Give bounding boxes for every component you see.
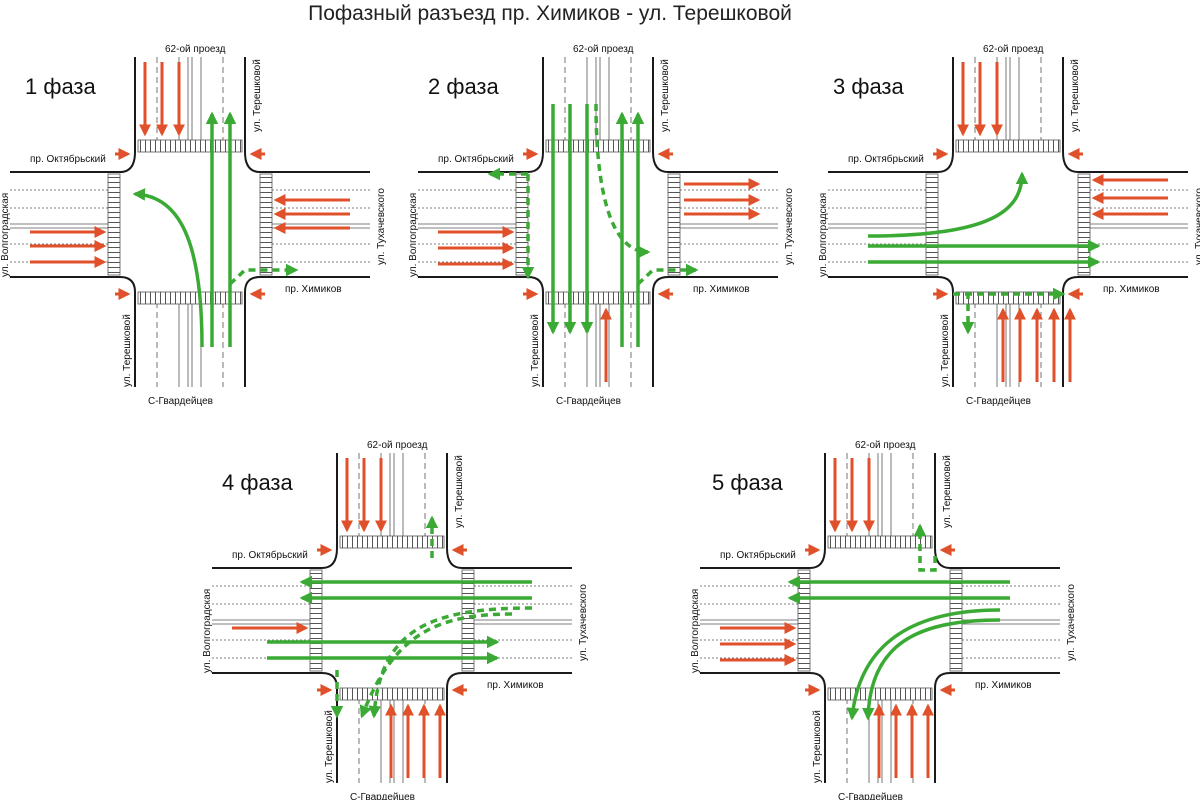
- street-label-north: 62-ой проезд: [165, 44, 226, 55]
- crosswalk-west: [797, 569, 811, 672]
- phase-label: 4 фаза: [222, 470, 294, 495]
- traffic-green-arrow: [867, 171, 1029, 238]
- street-label-east-lower: пр. Химиков: [1103, 284, 1160, 295]
- street-label-vertical-south: ул. Терешковой: [812, 710, 823, 783]
- street-label-west-upper: пр. Октябрьский: [720, 549, 796, 561]
- street-label-vertical-south: ул. Терешковой: [940, 314, 951, 387]
- traffic-green-arrow: [132, 188, 204, 348]
- street-label-east-lower: пр. Химиков: [487, 680, 544, 691]
- street-label-south: С-Гвардейцев: [838, 792, 903, 800]
- street-label-north: 62-ой проезд: [573, 44, 634, 55]
- street-label-south: С-Гвардейцев: [350, 792, 415, 800]
- street-label-west-upper: пр. Октябрьский: [30, 153, 106, 165]
- street-label-vertical-north: ул. Терешковой: [252, 59, 263, 132]
- crosswalk-north: [955, 139, 1061, 153]
- crosswalk-east: [667, 173, 681, 276]
- street-label-east-side: ул. Тухачевского: [578, 584, 589, 661]
- crosswalk-west: [309, 569, 323, 672]
- street-label-south: С-Гвардейцев: [966, 396, 1031, 407]
- street-label-vertical-south: ул. Терешковой: [530, 314, 541, 387]
- crosswalk-east: [1077, 173, 1091, 276]
- street-label-west-side: ул. Волгоградская: [690, 589, 701, 673]
- phase-label: 2 фаза: [428, 74, 500, 99]
- street-label-east-side: ул. Тухачевского: [1194, 188, 1200, 265]
- street-label-vertical-north: ул. Терешковой: [1070, 59, 1081, 132]
- crosswalk-east: [259, 173, 273, 276]
- crosswalk-south: [827, 687, 933, 701]
- crosswalk-north: [137, 139, 243, 153]
- pedestrian-green-arrow: [636, 263, 699, 286]
- street-label-west-side: ул. Волгоградская: [818, 193, 829, 277]
- phase-label: 5 фаза: [712, 470, 784, 495]
- traffic-green-arrow: [861, 618, 1001, 721]
- crosswalk-east: [949, 569, 963, 672]
- street-label-vertical-south: ул. Терешковой: [324, 710, 335, 783]
- street-label-west-side: ул. Волгоградская: [408, 193, 419, 277]
- street-label-vertical-north: ул. Терешковой: [660, 59, 671, 132]
- street-label-vertical-north: ул. Терешковой: [942, 455, 953, 528]
- pedestrian-green-arrow: [594, 103, 651, 259]
- phase-label: 1 фаза: [25, 74, 97, 99]
- crosswalk-south: [137, 291, 243, 305]
- street-label-east-side: ул. Тухачевского: [376, 188, 387, 265]
- street-label-west-side: ул. Волгоградская: [202, 589, 213, 673]
- diagram-title: Пофазный разъезд пр. Химиков - ул. Тереш…: [308, 2, 792, 25]
- street-label-east-side: ул. Тухачевского: [1066, 584, 1077, 661]
- street-label-north: 62-ой проезд: [367, 440, 428, 451]
- crosswalk-west: [515, 173, 529, 276]
- crosswalk-north: [339, 535, 445, 549]
- crosswalk-north: [827, 535, 933, 549]
- street-label-west-upper: пр. Октябрьский: [848, 153, 924, 165]
- street-label-west-side: ул. Волгоградская: [0, 193, 11, 277]
- street-label-west-upper: пр. Октябрьский: [232, 549, 308, 561]
- phase-label: 3 фаза: [833, 74, 905, 99]
- street-label-south: С-Гвардейцев: [556, 396, 621, 407]
- traffic-green-arrow: [846, 608, 1001, 721]
- street-label-north: 62-ой проезд: [855, 440, 916, 451]
- street-label-south: С-Гвардейцев: [148, 396, 213, 407]
- crosswalk-south: [545, 291, 651, 305]
- street-label-west-upper: пр. Октябрьский: [438, 153, 514, 165]
- street-label-east-side: ул. Тухачевского: [784, 188, 795, 265]
- street-label-east-lower: пр. Химиков: [285, 284, 342, 295]
- street-label-vertical-south: ул. Терешковой: [122, 314, 133, 387]
- crosswalk-west: [107, 173, 121, 276]
- street-label-east-lower: пр. Химиков: [693, 284, 750, 295]
- street-label-north: 62-ой проезд: [983, 44, 1044, 55]
- crosswalk-south: [339, 687, 445, 701]
- pedestrian-green-arrow: [359, 612, 513, 719]
- street-label-vertical-north: ул. Терешковой: [454, 455, 465, 528]
- street-label-east-lower: пр. Химиков: [975, 680, 1032, 691]
- pedestrian-green-arrow: [913, 523, 937, 572]
- crosswalk-east: [461, 569, 475, 672]
- pedestrian-green-arrow: [228, 263, 299, 286]
- crosswalk-west: [925, 173, 939, 276]
